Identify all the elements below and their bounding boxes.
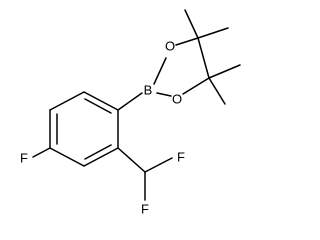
bond-c8-o2 [182,77,210,95]
atom-oxygen-2: O [172,92,182,107]
bond-c4-f [32,147,51,158]
bond-c7-c8 [197,37,210,79]
structure-svg: B O O F F F [20,9,241,217]
bonds [32,9,241,201]
atom-label-o2: O [172,92,182,107]
bond-ring-c5-c6-inner [84,144,112,160]
bond-o1-c7 [175,37,199,46]
atom-labels: B O O F F F [20,39,185,217]
bond-b-o1 [153,57,167,85]
bond-ring-c2-c3 [49,91,85,111]
atom-label-f2: F [141,202,149,217]
bond-chf2-f1 [144,157,173,173]
bond-ring-c1-c2 [83,91,119,111]
bond-c8-methyl-a [208,64,241,79]
bond-c6-chf2 [117,147,146,173]
atom-label-f1: F [177,150,185,165]
atom-boron: B [144,83,153,98]
atom-oxygen-1: O [165,39,175,54]
bond-ring-c1-c2-inner [84,98,112,114]
atom-fluorine-2: F [141,202,149,217]
bond-c8-methyl-b [208,77,226,105]
molecule-diagram: B O O F F F [20,9,241,217]
bond-c1-b [117,92,143,111]
bond-o2-b [156,92,172,97]
atom-label-f-ring: F [20,151,28,166]
atom-label-b: B [144,83,153,98]
bond-c7-methyl-b [197,27,229,39]
atom-fluorine-1: F [177,150,185,165]
bond-c7-methyl-a [184,9,199,39]
bond-ring-c4-c5 [49,147,85,167]
atom-fluorine-ring: F [20,151,28,166]
atom-label-o1: O [165,39,175,54]
bond-ring-c5-c6 [83,147,119,167]
